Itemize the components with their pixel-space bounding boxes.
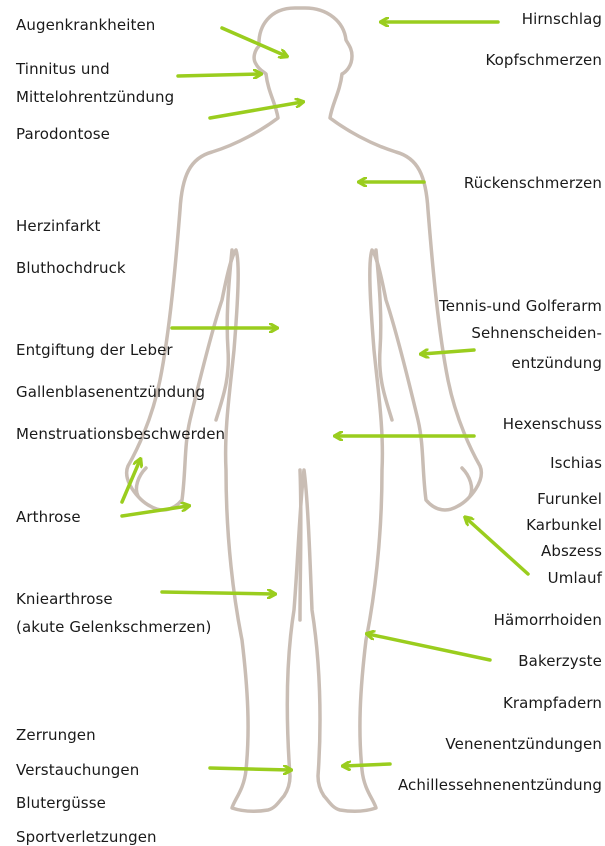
- label-herzinfarkt: Herzinfarkt: [16, 217, 101, 235]
- left-thumb: [136, 468, 146, 496]
- label-parodontose: Parodontose: [16, 125, 110, 143]
- label-hamorrhoiden: Hämorrhoiden: [494, 611, 602, 629]
- label-bakerzyste: Bakerzyste: [518, 652, 602, 670]
- label-tennis: Tennis-und Golferarm: [439, 297, 602, 315]
- label-blutergusse: Blutergüsse: [16, 794, 106, 812]
- label-hexenschuss: Hexenschuss: [503, 415, 602, 433]
- arrow-zerrungen: [210, 768, 290, 770]
- arrow-bakerzyste: [368, 634, 490, 660]
- label-augenkrankheiten: Augenkrankheiten: [16, 16, 155, 34]
- leg-crotch-line: [300, 470, 301, 620]
- arrow-furunkel: [466, 518, 528, 574]
- label-bluthochdruck: Bluthochdruck: [16, 259, 126, 277]
- body-silhouette: [127, 8, 482, 811]
- label-entgiftung: Entgiftung der Leber: [16, 341, 173, 359]
- label-krampfadern: Krampfadern: [503, 694, 602, 712]
- label-sehnen-line1: Sehnenscheiden-: [471, 324, 602, 342]
- arrow-tennis: [422, 350, 474, 354]
- label-umlauf: Umlauf: [548, 569, 602, 587]
- label-ischias: Ischias: [550, 454, 602, 472]
- label-furunkel: Furunkel: [537, 490, 602, 508]
- label-tinnitus-line1: Tinnitus und: [16, 60, 110, 78]
- label-ruckenschmerzen: Rückenschmerzen: [464, 174, 602, 192]
- arrow-kniearthrose: [162, 592, 274, 594]
- arrow-achilles: [344, 764, 390, 766]
- label-abszess: Abszess: [541, 542, 602, 560]
- label-zerrungen: Zerrungen: [16, 726, 96, 744]
- label-karbunkel: Karbunkel: [526, 516, 602, 534]
- label-verstauchungen: Verstauchungen: [16, 761, 139, 779]
- label-gallenblase: Gallenblasenentzündung: [16, 383, 205, 401]
- label-sehnen-line2: entzündung: [511, 354, 602, 372]
- label-venen: Venenentzündungen: [445, 735, 602, 753]
- label-arthrose: Arthrose: [16, 508, 81, 526]
- arrow-tinnitus: [178, 74, 260, 76]
- label-achilles: Achillessehnenentzündung: [398, 776, 602, 794]
- label-kniearthrose-line1: Kniearthrose: [16, 590, 113, 608]
- label-kopfschmerzen: Kopfschmerzen: [485, 51, 602, 69]
- arrow-parodontose: [210, 102, 302, 118]
- label-sportverletzungen: Sportverletzungen: [16, 828, 157, 846]
- label-tinnitus-line2: Mittelohrentzündung: [16, 88, 174, 106]
- right-thumb: [462, 468, 472, 496]
- label-hirnschlag: Hirnschlag: [522, 10, 602, 28]
- label-kniearthrose-line2: (akute Gelenkschmerzen): [16, 618, 211, 636]
- label-menstruation: Menstruationsbeschwerden: [16, 425, 225, 443]
